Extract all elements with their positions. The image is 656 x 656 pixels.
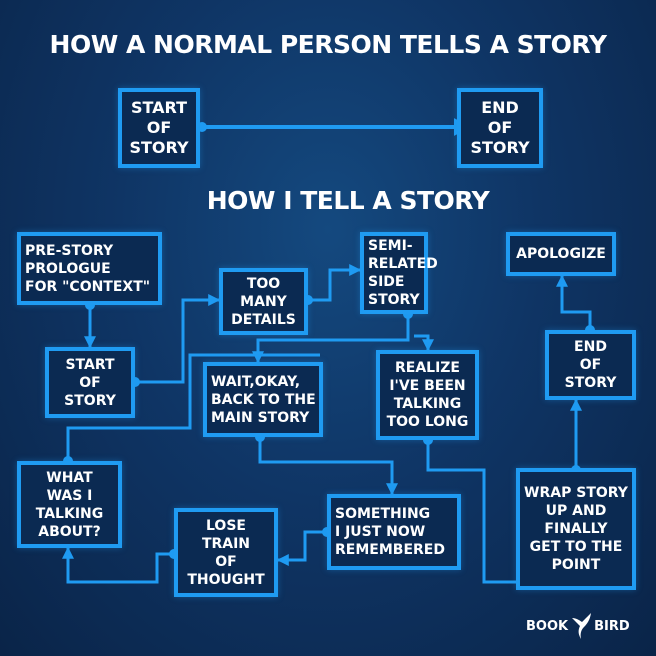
arrow-details-semi	[308, 264, 362, 302]
line-to-what	[66, 353, 320, 461]
wrap-box: WRAP STORY UP AND FINALLY GET TO THE POI…	[516, 468, 636, 590]
arrow-something-lose	[276, 530, 327, 566]
bookbird-logo: BOOK BIRD	[526, 612, 630, 640]
logo-right: BIRD	[594, 618, 630, 634]
normal-start-box: START OF STORY	[118, 88, 200, 168]
wait-box: WAIT,OKAY, BACK TO THE MAIN STORY	[203, 362, 323, 437]
semi-box: SEMI- RELATED SIDE STORY	[360, 232, 438, 314]
title-mine: HOW I TELL A STORY	[206, 186, 490, 215]
arrow-end-apologize	[556, 274, 592, 330]
bird-icon	[572, 613, 592, 639]
what-box: WHAT WAS I TALKING ABOUT?	[17, 461, 122, 548]
arrow-start-details	[135, 294, 221, 384]
details-box: TOO MANY DETAILS	[219, 268, 308, 335]
lose-box: LOSE TRAIN OF THOUGHT	[174, 508, 278, 597]
logo-left: BOOK	[526, 618, 569, 634]
arrow-semi-realize	[414, 334, 434, 352]
arrow-semi-wait	[252, 314, 410, 364]
start-box: START OF STORY	[45, 347, 135, 418]
something-box: SOMETHING I JUST NOW REMEMBERED	[327, 494, 461, 570]
arrow-lose-what	[62, 546, 174, 584]
apologize-box: APOLOGIZE	[506, 232, 616, 276]
realize-box: REALIZE I'VE BEEN TALKING TOO LONG	[376, 350, 479, 440]
prestory-box: PRE-STORY PROLOGUE FOR "CONTEXT"	[17, 232, 162, 305]
end-box: END OF STORY	[545, 330, 636, 400]
normal-end-box: END OF STORY	[457, 88, 543, 168]
title-normal: HOW A NORMAL PERSON TELLS A STORY	[49, 30, 607, 59]
arrow-wait-something	[258, 437, 398, 496]
